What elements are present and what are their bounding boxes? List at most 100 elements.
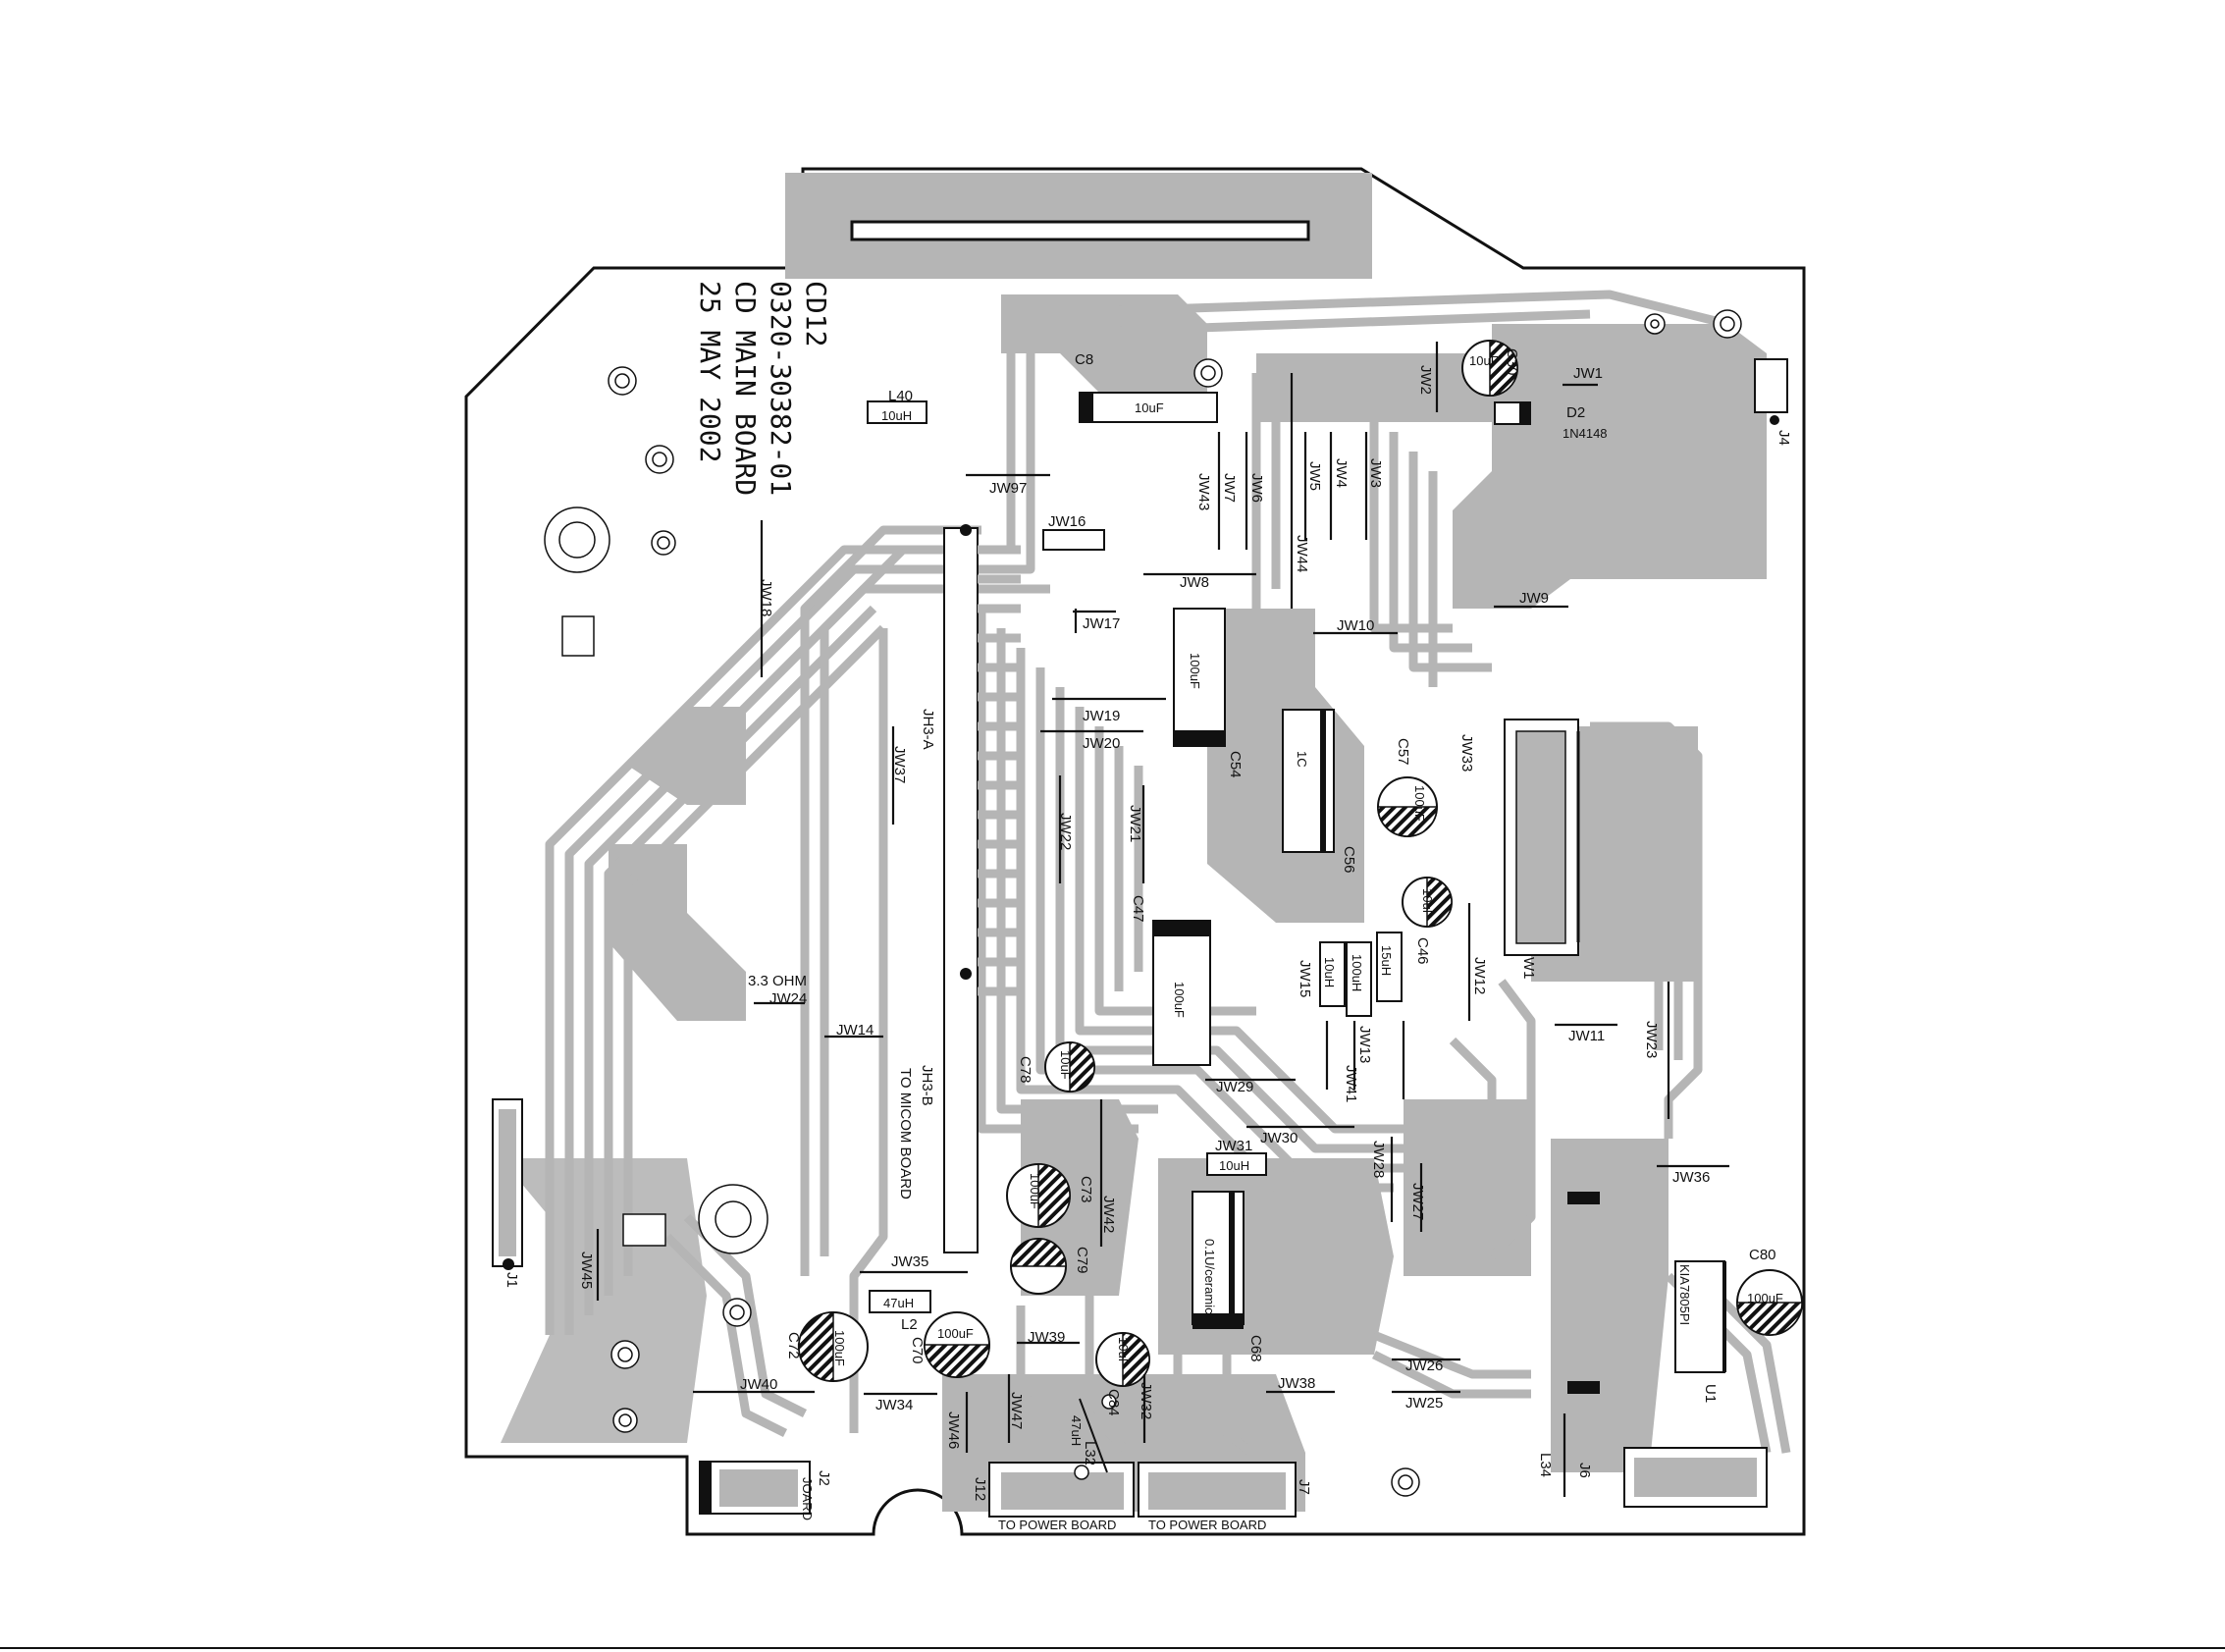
label-jw11: JW11 (1568, 1028, 1605, 1044)
square-pad-left (561, 615, 595, 657)
label-jw31-value: 10uH (1219, 1158, 1249, 1173)
label-jw10: JW10 (1337, 617, 1374, 634)
label-c46-value: 10uF (1420, 888, 1435, 918)
label-l34: L34 (1537, 1453, 1554, 1477)
label-c79: C79 (1074, 1247, 1090, 1274)
label-jw44: JW44 (1294, 535, 1310, 572)
label-jw3: JW3 (1367, 458, 1384, 488)
label-jw47: JW47 (1008, 1392, 1025, 1429)
label-jw33: JW33 (1458, 734, 1475, 772)
label-jw17: JW17 (1083, 615, 1120, 632)
label-jw5: JW5 (1306, 461, 1323, 491)
label-c80-value: 100uF (1747, 1291, 1783, 1306)
title-line-1: CD12 (800, 281, 832, 346)
label-jw46: JW46 (945, 1412, 962, 1449)
jumper-wires (596, 342, 1729, 1497)
label-c70-value: 100uF (937, 1326, 974, 1341)
label-jw7: JW7 (1221, 473, 1238, 503)
label-d2-value: 1N4148 (1563, 426, 1608, 441)
label-jw43: JW43 (1195, 473, 1212, 510)
label-jw39: JW39 (1028, 1329, 1065, 1346)
label-to-power-2: TO POWER BOARD (1148, 1518, 1266, 1532)
label-jw2: JW2 (1417, 365, 1434, 395)
label-jw23: JW23 (1643, 1021, 1660, 1058)
label-w1: W1 (1520, 957, 1537, 980)
label-c68: C68 (1247, 1335, 1264, 1362)
label-jw38: JW38 (1278, 1375, 1315, 1392)
label-l32-value: 47uH (1069, 1415, 1084, 1446)
label-100uh: 100uH (1350, 954, 1364, 991)
label-l40: L40 (888, 388, 913, 404)
label-10uh: 10uH (1322, 957, 1337, 987)
label-jw8: JW8 (1180, 574, 1209, 591)
label-jw34: JW34 (875, 1397, 913, 1413)
vertical-labels: JW2 C30 J4 JW3 JW4 JW5 JW6 JW7 JW43 JW44… (503, 348, 1792, 1520)
label-j2: J2 (816, 1470, 832, 1486)
label-c8: C8 (1075, 351, 1093, 368)
label-jw14: JW14 (836, 1022, 874, 1039)
label-ohm: 3.3 OHM (748, 973, 807, 989)
label-c78: C78 (1017, 1056, 1033, 1084)
label-jw42: JW42 (1100, 1196, 1117, 1233)
label-jw19: JW19 (1083, 708, 1120, 724)
label-d2: D2 (1566, 404, 1585, 421)
label-to-power-1: TO POWER BOARD (998, 1518, 1116, 1532)
label-jw20: JW20 (1083, 735, 1120, 752)
label-c84-value: 10uF (1116, 1337, 1131, 1366)
label-j2-note: JOARD (800, 1477, 815, 1520)
label-c47: C47 (1130, 895, 1146, 923)
label-c46: C46 (1414, 937, 1431, 965)
label-c70: C70 (909, 1337, 926, 1364)
label-jw6: JW6 (1248, 473, 1265, 503)
label-u1-value: KIA7805PI (1677, 1264, 1692, 1325)
label-jw31: JW31 (1215, 1138, 1252, 1154)
axial-components (867, 392, 1531, 1480)
label-jw9: JW9 (1519, 590, 1549, 607)
label-l2-value: 47uH (883, 1296, 914, 1310)
electrolytic-caps (798, 340, 1803, 1387)
label-c78-value: 10uF (1058, 1050, 1073, 1080)
label-c80: C80 (1749, 1247, 1776, 1263)
label-jw15: JW15 (1297, 960, 1313, 997)
label-u1: U1 (1702, 1384, 1719, 1403)
label-jw16: JW16 (1048, 513, 1086, 530)
label-jw21: JW21 (1127, 805, 1143, 842)
j4-connector (1754, 358, 1788, 413)
label-jw1: JW1 (1573, 365, 1603, 382)
label-c47-value: 100uF (1172, 982, 1187, 1018)
label-15uh: 15uH (1379, 945, 1394, 976)
label-c72-value: 100uF (832, 1330, 847, 1366)
label-j6: J6 (1576, 1463, 1593, 1478)
square-pad-bottom (622, 1213, 666, 1247)
label-c8-value: 10uF (1135, 400, 1164, 415)
label-j12: J12 (972, 1477, 988, 1501)
label-l2: L2 (901, 1316, 918, 1333)
label-c54: C54 (1227, 751, 1244, 778)
title-line-3: CD MAIN BOARD (729, 281, 762, 496)
title-line-4: 25 MAY 2002 (694, 281, 726, 462)
label-jw97: JW97 (989, 480, 1027, 497)
label-jw13: JW13 (1356, 1026, 1373, 1063)
jh3-pins (978, 545, 1021, 996)
label-c68-value: 0.1U/ceramic (1202, 1239, 1217, 1314)
label-jw29: JW29 (1216, 1079, 1253, 1095)
label-jw32: JW32 (1138, 1382, 1154, 1419)
label-jh3a: JH3-A (920, 709, 936, 750)
label-jw24: JW24 (769, 990, 807, 1007)
label-jw30: JW30 (1260, 1130, 1298, 1146)
label-jw25: JW25 (1405, 1395, 1443, 1412)
label-jw40: JW40 (740, 1376, 777, 1393)
label-jw18: JW18 (758, 579, 774, 616)
label-jw27: JW27 (1409, 1183, 1426, 1220)
label-jw4: JW4 (1333, 458, 1350, 488)
label-jw36: JW36 (1672, 1169, 1710, 1186)
title-block: CD12 0320-30382-01 CD MAIN BOARD 25 MAY … (694, 281, 832, 496)
board-slot (850, 220, 1310, 241)
label-jw22: JW22 (1057, 813, 1074, 850)
label-jw26: JW26 (1405, 1358, 1443, 1374)
label-jw28: JW28 (1370, 1141, 1387, 1178)
jh3-connector-strip (943, 527, 979, 1253)
mounting-holes (544, 309, 1742, 1497)
label-j4: J4 (1775, 430, 1792, 446)
